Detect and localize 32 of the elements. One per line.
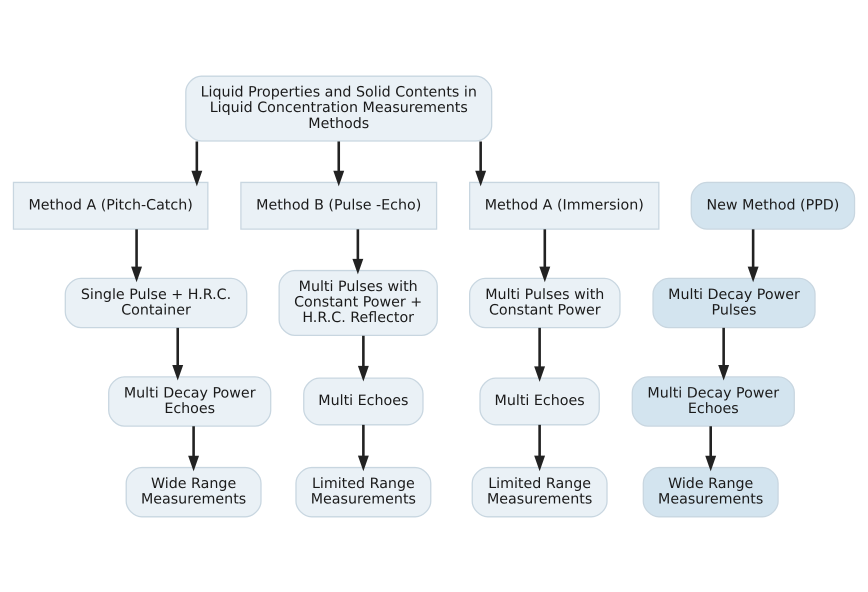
node-box: Method A (Pitch-Catch) [12,181,208,230]
node-box: Multi Echoes [303,377,424,425]
node-box: Multi Pulses with Constant Power + H.R.C. Reflector [278,269,438,336]
arrow [534,327,546,382]
arrow [352,228,364,274]
arrow [191,141,202,186]
node-box: Single Pulse + H.R.C. Container [64,277,248,328]
node-box: Wide Range Measurements [126,466,262,517]
arrow [748,228,759,282]
node-box: Limited Range Measurements [472,466,608,517]
node-box: Liquid Properties and Solid Contents in Liquid Concentration Measurements Methods [185,75,492,142]
arrow [539,228,550,282]
node-box: New Method (PPD) [690,181,856,230]
arrow [475,141,486,186]
arrow [718,327,730,380]
arrow [333,141,344,186]
node-box: Method B (Pulse -Echo) [240,181,438,230]
node-box: Multi Pulses with Constant Power [469,277,621,328]
node-box: Limited Range Measurements [295,466,432,517]
arrow [705,426,716,471]
node-box: Multi Decay Power Pulses [652,277,816,328]
arrow [358,335,369,381]
node-box: Multi Echoes [479,377,600,425]
arrow [188,426,200,471]
arrow [358,424,369,471]
arrow [172,327,184,380]
node-box: Wide Range Measurements [642,466,779,517]
arrow [131,228,142,282]
node-box: Multi Decay Power Echoes [632,376,795,426]
node-box: Method A (Immersion) [469,181,660,230]
arrow [534,424,546,471]
node-box: Multi Decay Power Echoes [108,376,272,426]
